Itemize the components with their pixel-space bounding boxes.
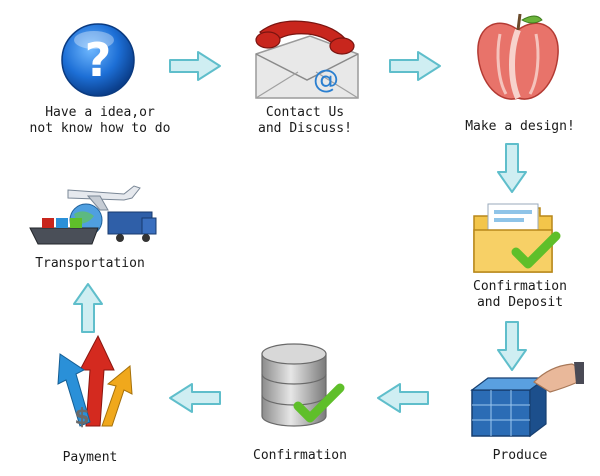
step-transport-label: Transportation <box>35 256 145 271</box>
arrow-down-1 <box>497 143 527 193</box>
database-check-icon <box>254 340 346 432</box>
phone-email-icon: @ <box>248 14 368 104</box>
step-confirmation: Confirmation <box>220 340 380 476</box>
plane-ship-truck-icon <box>28 176 160 252</box>
svg-text:@: @ <box>313 65 339 95</box>
step-payment: $ Payment <box>0 330 180 476</box>
arrow-left-1 <box>377 383 429 413</box>
folder-check-icon <box>470 196 566 276</box>
arrow-right-1 <box>169 51 221 81</box>
question-mark-icon: ? <box>58 20 138 100</box>
step-design-label: Make a design! <box>465 119 575 134</box>
hand-cubes-icon <box>464 360 584 440</box>
rising-arrows-icon: $ <box>50 330 136 430</box>
step-deposit-label: Confirmation and Deposit <box>473 279 567 310</box>
step-produce-label: Produce <box>492 448 548 463</box>
arrow-up-1 <box>73 283 103 333</box>
svg-text:?: ? <box>85 33 112 87</box>
step-question-label: Have a idea,or not know how to do <box>29 105 171 136</box>
step-transport: Transportation <box>0 170 180 280</box>
svg-text:$: $ <box>74 405 89 430</box>
step-confirmation-label: Confirmation <box>253 448 347 463</box>
arrow-right-2 <box>389 51 441 81</box>
apple-paper-icon <box>470 10 566 110</box>
step-deposit: Confirmation and Deposit <box>440 190 600 310</box>
step-produce: Produce <box>440 360 600 476</box>
step-question: ? Have a idea,or not know how to do <box>0 0 200 140</box>
step-contact-label: Contact Us and Discuss! <box>258 105 352 136</box>
step-contact: @ Contact Us and Discuss! <box>220 0 390 140</box>
arrow-down-2 <box>497 321 527 371</box>
step-payment-label: Payment <box>62 450 118 465</box>
arrow-left-2 <box>169 383 221 413</box>
step-design: Make a design! <box>440 0 600 140</box>
